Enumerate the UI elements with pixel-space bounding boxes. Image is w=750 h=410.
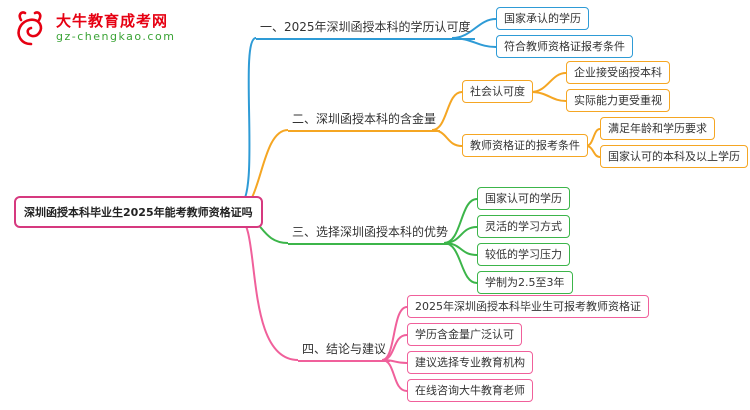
branch-2-child-2: 教师资格证的报考条件 [462, 134, 588, 157]
branch-2-child-1-sub-1: 企业接受函授本科 [566, 61, 670, 84]
branch-4-label: 四、结论与建议 [298, 342, 391, 362]
link-b2-c2-g2 [585, 145, 601, 158]
logo-text: 大牛教育成考网 gz-chengkao.com [56, 12, 175, 44]
branch-2-child-2-sub-1: 满足年龄和学历要求 [600, 117, 715, 140]
branch-3-child-4: 学制为2.5至3年 [477, 271, 573, 294]
link-b2-c1-g2 [530, 91, 567, 102]
link-b4-c4 [381, 359, 408, 392]
branch-3-label: 三、选择深圳函授本科的优势 [288, 225, 453, 245]
link-b2-c2-g1 [585, 128, 601, 147]
branch-3-child-1: 国家认可的学历 [477, 187, 570, 210]
branch-2-child-1-sub-2: 实际能力更受重视 [566, 89, 670, 112]
branch-1-child-1: 国家承认的学历 [496, 7, 589, 30]
logo-subtitle: gz-chengkao.com [56, 30, 176, 43]
root-node: 深圳函授本科毕业生2025年能考教师资格证吗 [14, 196, 263, 228]
branch-2-label: 二、深圳函授本科的含金量 [288, 112, 441, 132]
branch-3-child-3: 较低的学习压力 [477, 243, 570, 266]
branch-2-child-2-sub-2: 国家认可的本科及以上学历 [600, 145, 748, 168]
link-b3-c4 [443, 242, 478, 284]
link-root-branch1 [237, 37, 257, 207]
branch-4-child-1: 2025年深圳函授本科毕业生可报考教师资格证 [407, 295, 649, 318]
branch-4-child-2: 学历含金量广泛认可 [407, 323, 522, 346]
branch-2-child-1: 社会认可度 [462, 80, 533, 103]
link-b2-c2 [431, 129, 463, 147]
branch-4-child-4: 在线咨询大牛教育老师 [407, 379, 533, 402]
branch-3-child-2: 灵活的学习方式 [477, 215, 570, 238]
link-b2-c1-g1 [530, 72, 567, 93]
branch-4-child-3: 建议选择专业教育机构 [407, 351, 533, 374]
logo-title: 大牛教育成考网 [56, 12, 169, 30]
branch-1-child-2: 符合教师资格证报考条件 [496, 35, 633, 58]
site-logo: 大牛教育成考网 gz-chengkao.com [10, 8, 175, 48]
branch-1-label: 一、2025年深圳函授本科的学历认可度 [256, 20, 475, 40]
bull-icon [17, 11, 43, 46]
